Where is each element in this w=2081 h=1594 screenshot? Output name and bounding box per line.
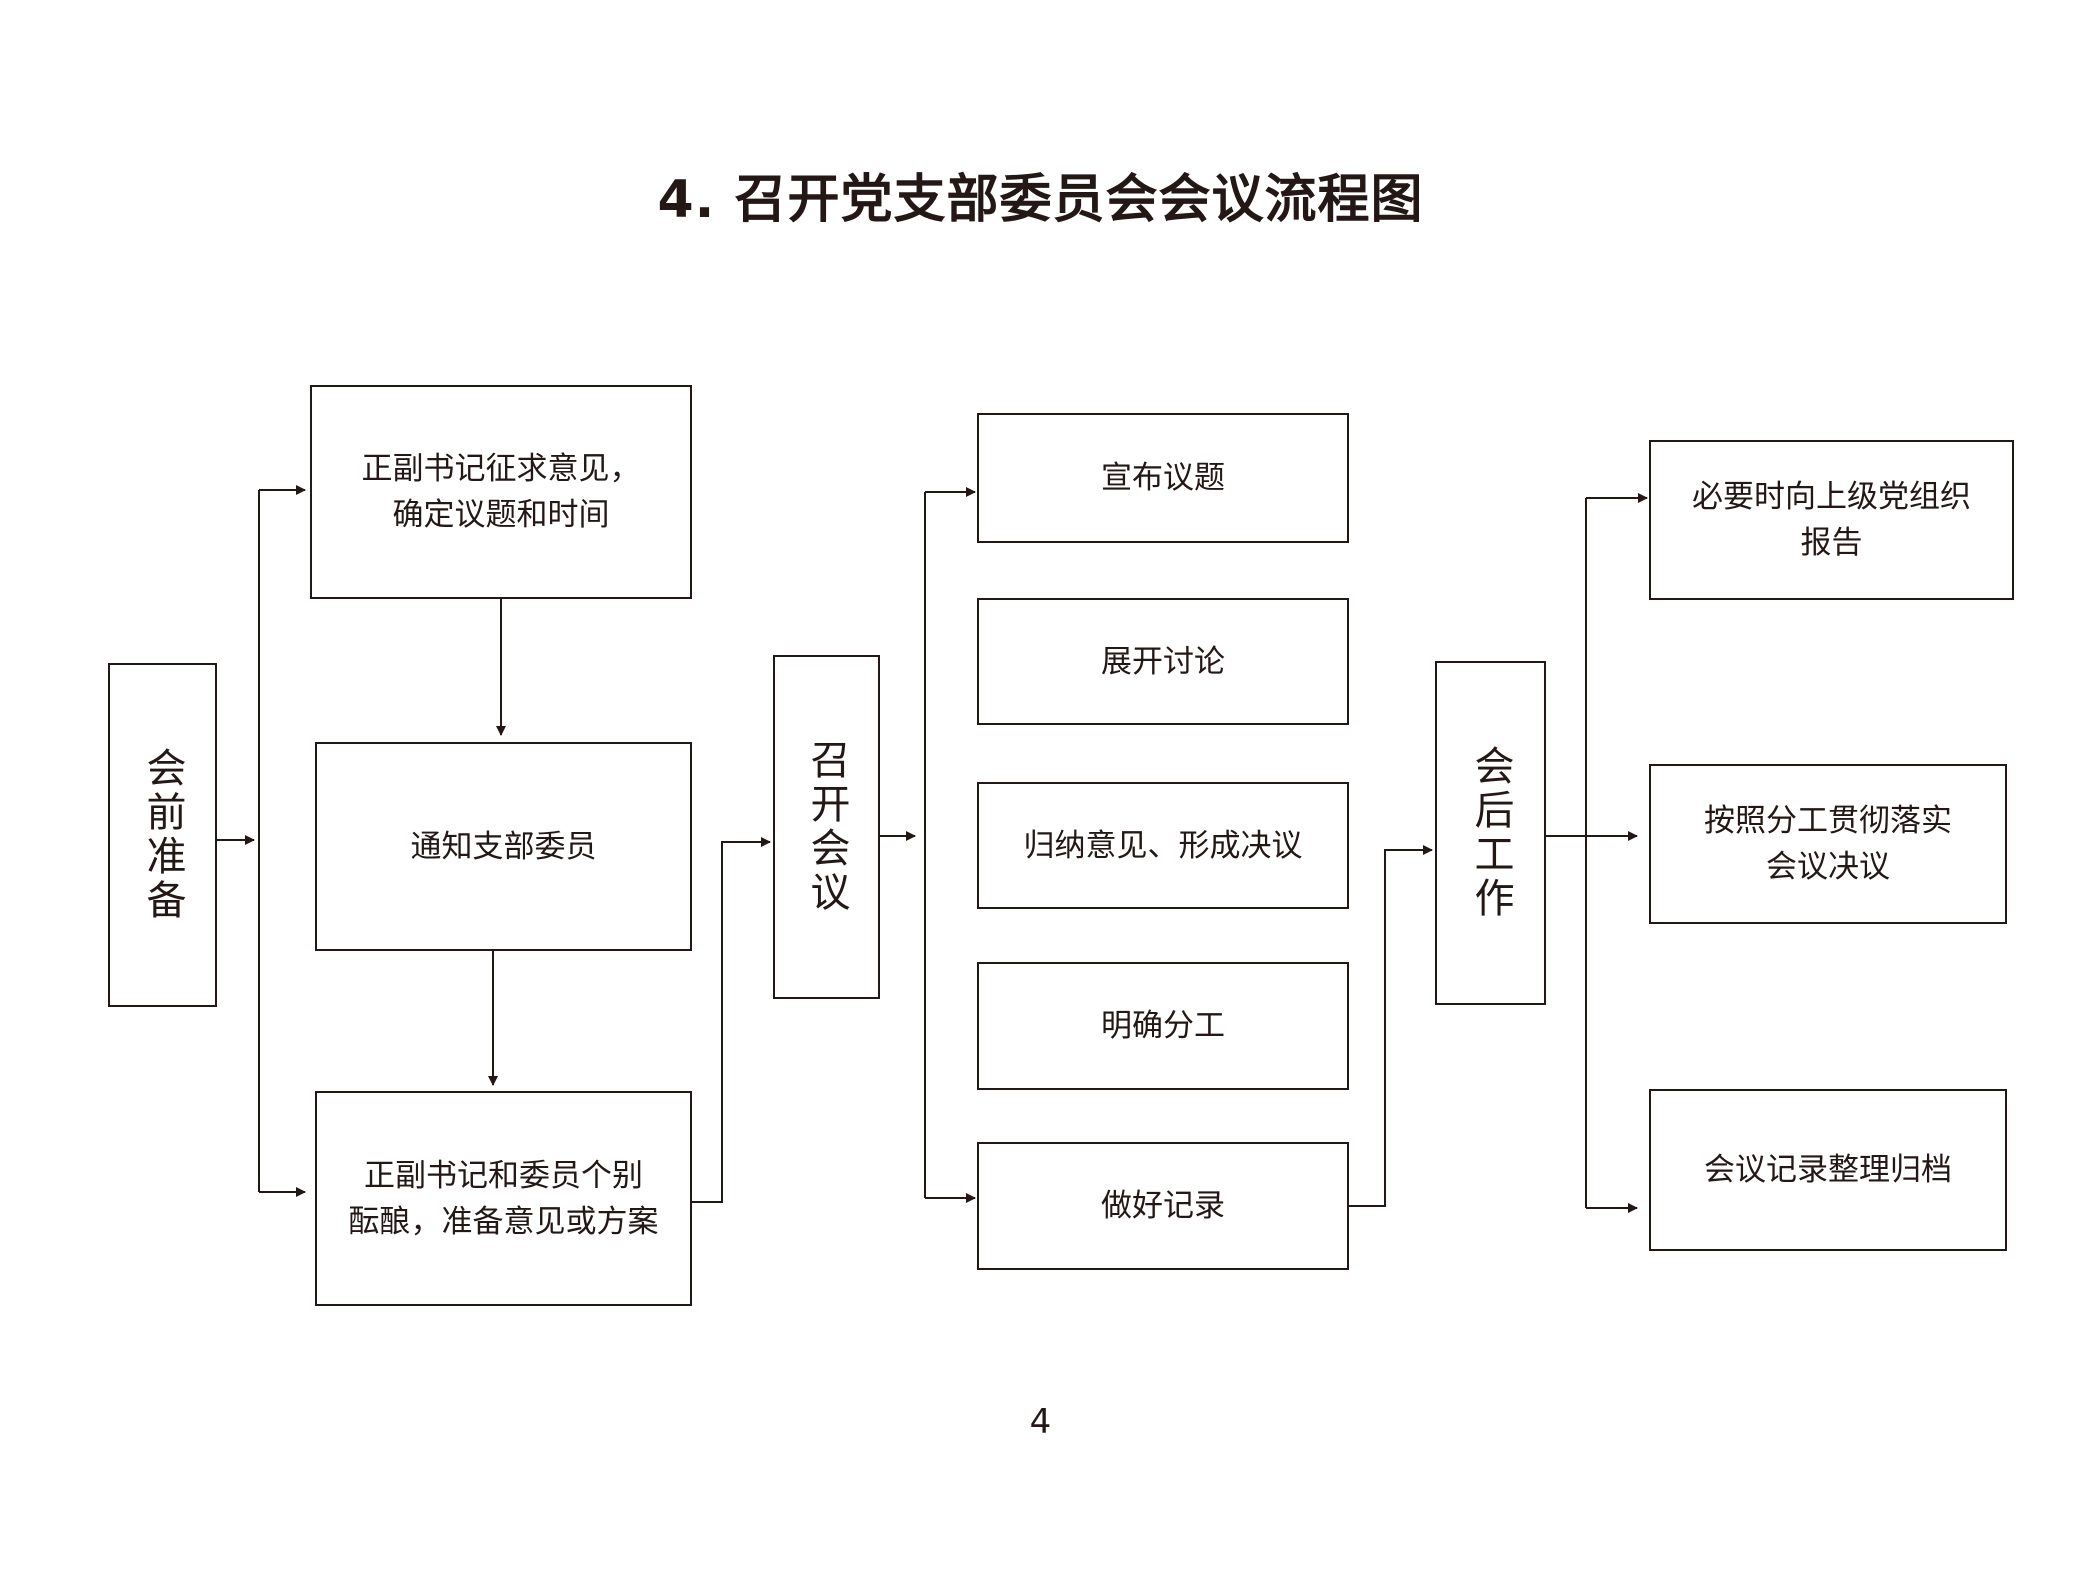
step-implement-resolution: 按照分工贯彻落实 会议决议 [1649,764,2007,924]
step-assign-tasks: 明确分工 [977,962,1349,1090]
stage-post-meeting: 会后工作 [1435,661,1546,1005]
stage-pre-meeting: 会前准备 [108,663,217,1007]
step-take-minutes: 做好记录 [977,1142,1349,1270]
step-discussion: 展开讨论 [977,598,1349,725]
stage-hold-meeting: 召开会议 [773,655,880,999]
step-announce-topics: 宣布议题 [977,413,1349,543]
connector-record-to-post [1349,845,1433,1207]
step-archive-minutes: 会议记录整理归档 [1649,1089,2007,1251]
page-number: 4 [1029,1402,1052,1442]
step-notify-members: 通知支部委员 [315,742,692,951]
step-form-resolution: 归纳意见、形成决议 [977,782,1349,909]
connector-prepare-to-meeting [691,837,771,1203]
step-prepare-proposals: 正副书记和委员个别 酝酿，准备意见或方案 [315,1091,692,1306]
step-solicit-opinions: 正副书记征求意见， 确定议题和时间 [310,385,692,599]
page-title: 4. 召开党支部委员会会议流程图 [657,170,1424,230]
step-report-upward: 必要时向上级党组织 报告 [1649,440,2014,600]
